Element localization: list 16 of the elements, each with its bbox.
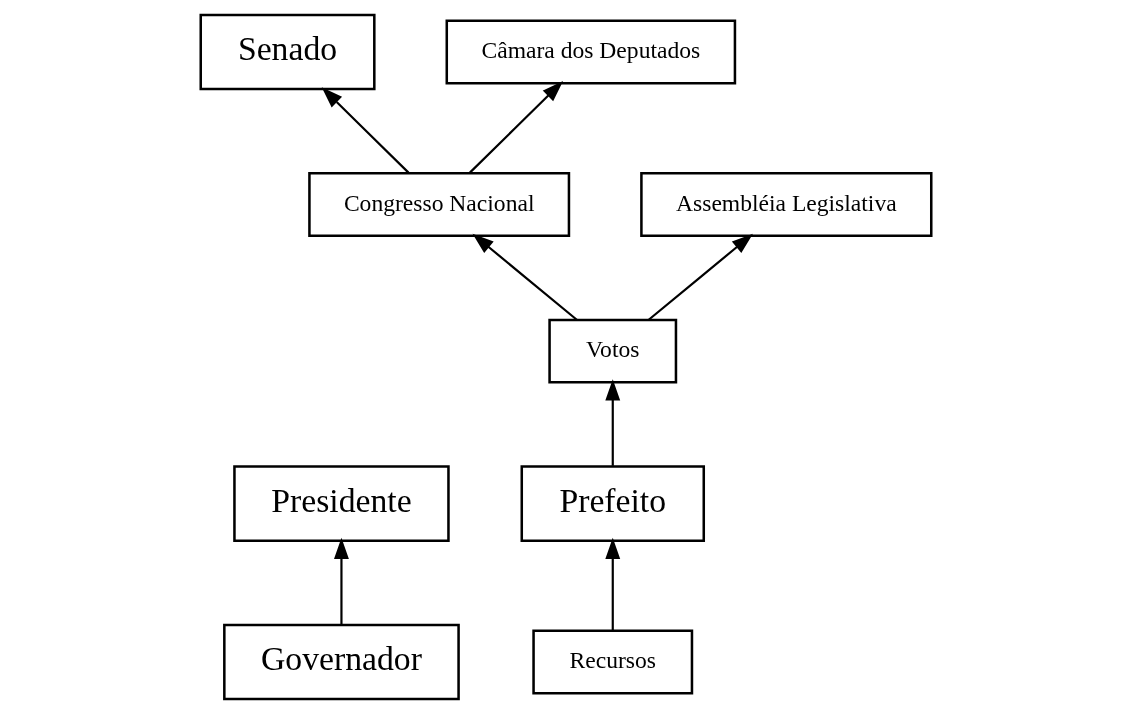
node-box: Presidente — [233, 465, 450, 542]
arrow — [605, 537, 621, 631]
node-box: Assembléia Legislativa — [640, 172, 933, 237]
node-box: Recursos — [532, 629, 694, 695]
arrow — [472, 233, 578, 321]
arrow — [334, 537, 349, 625]
node-box: Congresso Nacional — [308, 172, 571, 237]
arrow — [469, 80, 564, 174]
arrow — [321, 87, 410, 174]
node-box: Votos — [548, 318, 678, 384]
arrow — [648, 233, 753, 321]
node-box: Prefeito — [520, 465, 706, 542]
arrow — [605, 379, 621, 466]
node-box: Governador — [223, 623, 460, 701]
node-box: Senado — [199, 13, 376, 91]
node-box: Câmara dos Deputados — [445, 19, 737, 85]
